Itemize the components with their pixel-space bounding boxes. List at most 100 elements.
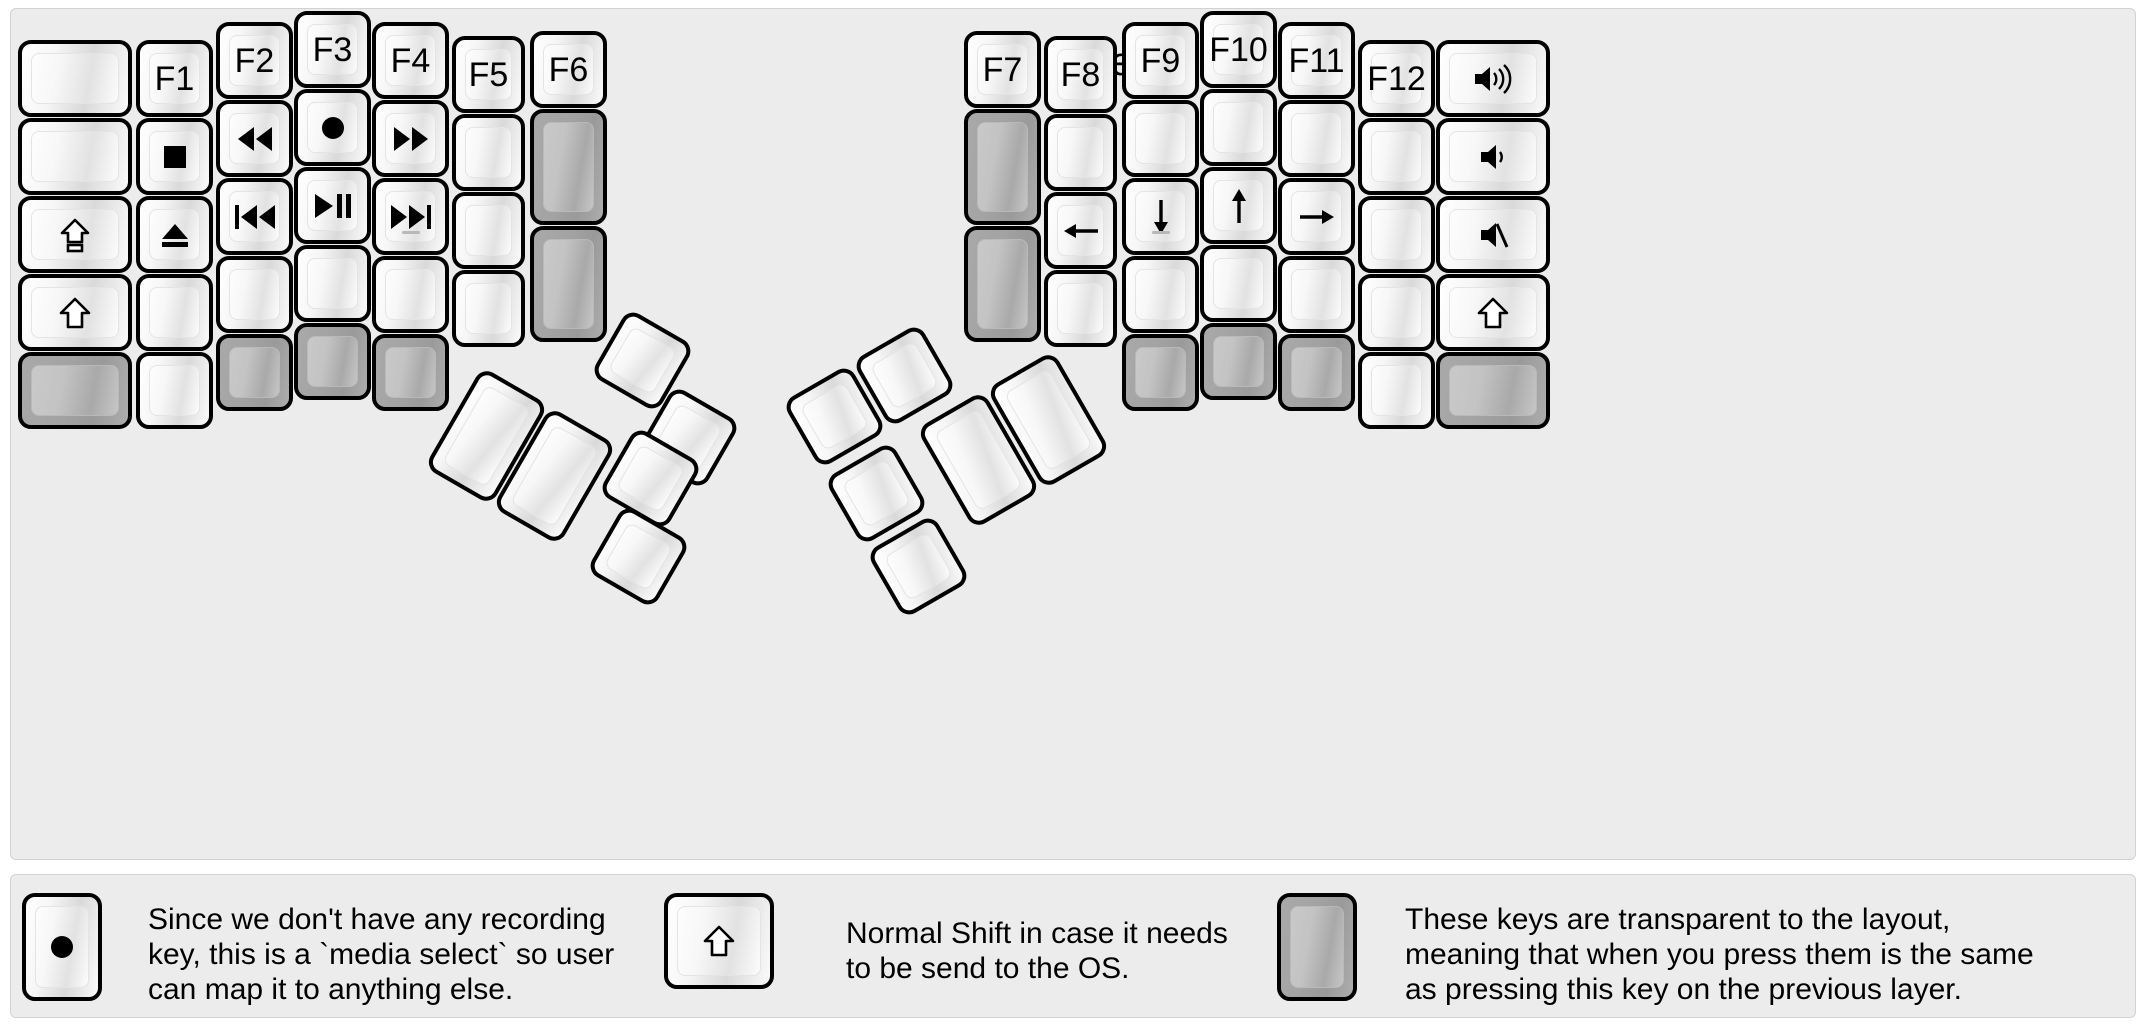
right-col-middle-key-1[interactable] bbox=[1200, 89, 1277, 166]
right-col-pinky-outer-key-4[interactable] bbox=[1436, 352, 1550, 429]
keycap-face: F6 bbox=[543, 44, 594, 95]
keycap-face bbox=[841, 458, 912, 529]
keycap-label: F8 bbox=[1060, 55, 1101, 94]
keycap-label: F2 bbox=[234, 41, 275, 80]
right-col-pinky-key-4[interactable] bbox=[1358, 352, 1435, 429]
right-col-middle-key-3[interactable] bbox=[1200, 245, 1277, 322]
left-col-ring-key-1[interactable] bbox=[216, 100, 293, 177]
left-col-index-inner-key-0[interactable]: F5 bbox=[452, 36, 525, 113]
right-col-middle-key-0[interactable]: F10 bbox=[1200, 11, 1277, 88]
right-col-pinky-outer-key-1[interactable] bbox=[1436, 118, 1550, 195]
right-col-middle-key-4[interactable] bbox=[1200, 323, 1277, 400]
right-col-index-key-2[interactable] bbox=[1122, 178, 1199, 255]
left-col-ring-key-3[interactable] bbox=[216, 256, 293, 333]
right-col-pinky-key-2[interactable] bbox=[1358, 196, 1435, 273]
right-col-index-key-4[interactable] bbox=[1122, 334, 1199, 411]
keycap-face bbox=[307, 336, 358, 387]
keycap-face bbox=[149, 209, 200, 260]
keycap-face bbox=[977, 122, 1028, 212]
left-col-index-key-4[interactable] bbox=[372, 334, 449, 411]
right-col-ring-key-3[interactable] bbox=[1278, 256, 1355, 333]
right-col-ring-key-2[interactable] bbox=[1278, 178, 1355, 255]
left-col-pinky-key-0[interactable]: F1 bbox=[136, 40, 213, 117]
right-col-ring-key-4[interactable] bbox=[1278, 334, 1355, 411]
right-col-pinky-key-0[interactable]: F12 bbox=[1358, 40, 1435, 117]
left-col-pinky-outer-key-3[interactable] bbox=[18, 274, 132, 351]
keycap-face bbox=[229, 347, 280, 398]
left-col-pinky-outer-key-1[interactable] bbox=[18, 118, 132, 195]
right-col-pinky-key-1[interactable] bbox=[1358, 118, 1435, 195]
right-col-index-inner-key-0[interactable]: F8 bbox=[1044, 36, 1117, 113]
left-col-pinky-key-4[interactable] bbox=[136, 352, 213, 429]
keycap-face bbox=[31, 53, 119, 104]
right-col-pinky-outer-key-3[interactable] bbox=[1436, 274, 1550, 351]
left-col-middle-key-2[interactable] bbox=[294, 167, 371, 244]
left-col-middle-key-3[interactable] bbox=[294, 245, 371, 322]
left-col-index-inner-key-2[interactable] bbox=[452, 192, 525, 269]
right-col-index-key-0[interactable]: F9 bbox=[1122, 22, 1199, 99]
left-col-index-key-2[interactable] bbox=[372, 178, 449, 255]
legend-media-select-sample-key[interactable] bbox=[22, 893, 102, 1001]
right-col-ring-key-1[interactable] bbox=[1278, 100, 1355, 177]
keycap-label: F5 bbox=[468, 55, 509, 94]
legend-transparent-sample-key[interactable] bbox=[1277, 893, 1357, 1001]
keycap-face bbox=[607, 325, 678, 396]
left-col-pinky-outer-key-4[interactable] bbox=[18, 352, 132, 429]
keycap-face: F5 bbox=[465, 49, 512, 100]
play-pause-icon bbox=[313, 192, 353, 220]
keycap-face bbox=[465, 205, 512, 256]
keycap-face bbox=[869, 340, 940, 411]
left-col-middle-key-4[interactable] bbox=[294, 323, 371, 400]
right-col-inner-most-key-2[interactable] bbox=[964, 226, 1041, 342]
fast-forward-icon bbox=[391, 125, 431, 153]
left-col-inner-most-key-2[interactable] bbox=[530, 226, 607, 342]
keycap-face bbox=[1291, 269, 1342, 320]
left-col-ring-key-4[interactable] bbox=[216, 334, 293, 411]
eject-icon bbox=[158, 220, 192, 250]
right-col-inner-most-key-0[interactable]: F7 bbox=[964, 31, 1041, 108]
keycap-face: F11 bbox=[1288, 35, 1345, 86]
left-col-middle-key-0[interactable]: F3 bbox=[294, 11, 371, 88]
left-col-index-key-3[interactable] bbox=[372, 256, 449, 333]
shift-icon bbox=[58, 296, 92, 330]
keycap-face bbox=[1449, 209, 1537, 260]
right-col-pinky-outer-key-2[interactable] bbox=[1436, 196, 1550, 273]
arrow-up-icon bbox=[1226, 187, 1252, 225]
left-col-pinky-key-2[interactable] bbox=[136, 196, 213, 273]
left-col-inner-most-key-0[interactable]: F6 bbox=[530, 31, 607, 108]
left-col-index-key-1[interactable] bbox=[372, 100, 449, 177]
right-col-index-inner-key-2[interactable] bbox=[1044, 192, 1117, 269]
right-col-middle-key-2[interactable] bbox=[1200, 167, 1277, 244]
keycap-face bbox=[1213, 336, 1264, 387]
left-col-index-inner-key-3[interactable] bbox=[452, 270, 525, 347]
left-col-pinky-outer-key-2[interactable] bbox=[18, 196, 132, 273]
right-col-inner-most-key-1[interactable] bbox=[964, 109, 1041, 225]
left-col-index-inner-key-1[interactable] bbox=[452, 114, 525, 191]
left-col-ring-key-2[interactable] bbox=[216, 178, 293, 255]
left-col-pinky-key-1[interactable] bbox=[136, 118, 213, 195]
right-col-index-key-1[interactable] bbox=[1122, 100, 1199, 177]
left-col-middle-key-1[interactable] bbox=[294, 89, 371, 166]
volume-up-icon bbox=[1471, 63, 1515, 95]
left-col-ring-key-0[interactable]: F2 bbox=[216, 22, 293, 99]
keycap-face bbox=[31, 287, 119, 338]
shift-icon bbox=[702, 924, 736, 958]
keycap-face bbox=[1135, 269, 1186, 320]
legend-normal-shift-sample-key[interactable] bbox=[664, 893, 774, 989]
keycap-face bbox=[1449, 53, 1537, 104]
keycap-face bbox=[31, 365, 119, 416]
right-col-ring-key-0[interactable]: F11 bbox=[1278, 22, 1355, 99]
right-col-pinky-key-3[interactable] bbox=[1358, 274, 1435, 351]
keycap-face bbox=[229, 113, 280, 164]
right-col-pinky-outer-key-0[interactable] bbox=[1436, 40, 1550, 117]
right-col-index-key-3[interactable] bbox=[1122, 256, 1199, 333]
keycap-face bbox=[385, 113, 436, 164]
right-col-index-inner-key-3[interactable] bbox=[1044, 270, 1117, 347]
left-col-inner-most-key-1[interactable] bbox=[530, 109, 607, 225]
left-col-pinky-key-3[interactable] bbox=[136, 274, 213, 351]
right-col-index-inner-key-1[interactable] bbox=[1044, 114, 1117, 191]
keycap-face bbox=[543, 239, 594, 329]
left-col-index-key-0[interactable]: F4 bbox=[372, 22, 449, 99]
left-col-pinky-outer-key-0[interactable] bbox=[18, 40, 132, 117]
keycap-label: F4 bbox=[390, 41, 431, 80]
